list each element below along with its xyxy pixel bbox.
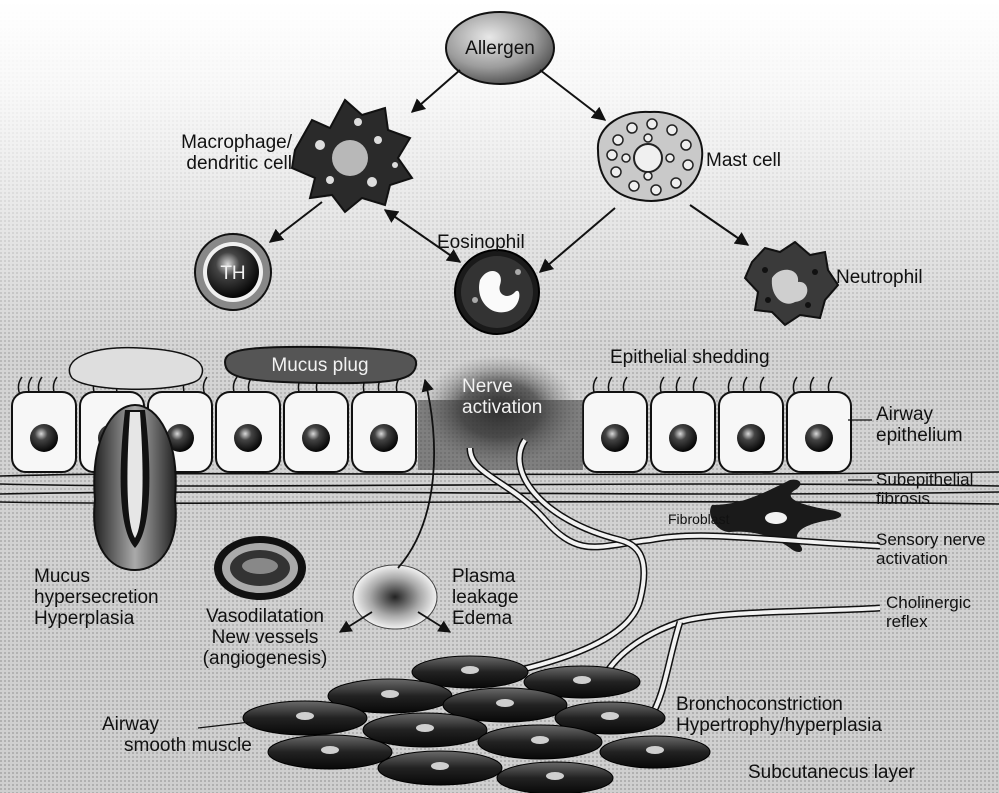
cholinergic-reflex-line2: reflex xyxy=(886,612,971,631)
vasodilatation-line3: (angiogenesis) xyxy=(180,648,350,669)
airway-epithelium-line1: Airway xyxy=(876,404,963,425)
airway-epithelium-label: Airway epithelium xyxy=(876,404,963,446)
eosinophil-cell xyxy=(455,250,539,334)
sensory-nerve-line1: Sensory nerve xyxy=(876,530,986,549)
nerve-activation-line1: Nerve xyxy=(462,376,542,397)
sensory-nerve-label: Sensory nerve activation xyxy=(876,530,986,568)
mucus-plug-label: Mucus plug xyxy=(240,355,400,376)
th-label: TH xyxy=(213,263,253,284)
mucus-hypersecretion-line3: Hyperplasia xyxy=(34,608,159,629)
mucus-hypersecretion-line1: Mucus xyxy=(34,566,159,587)
subepithelial-fibrosis-line2: fibrosis xyxy=(876,489,973,508)
subepithelial-fibrosis-label: Subepithelial fibrosis xyxy=(876,470,973,508)
sensory-nerve-line2: activation xyxy=(876,549,986,568)
plasma-leakage-label: Plasma leakage Edema xyxy=(452,566,519,629)
plasma-leakage-line1: Plasma xyxy=(452,566,519,587)
nerve-activation-line2: activation xyxy=(462,397,542,418)
vasodilatation-label: Vasodilatation New vessels (angiogenesis… xyxy=(180,606,350,669)
mucus-gland xyxy=(94,405,176,570)
bronchoconstriction-line1: Bronchoconstriction xyxy=(676,694,882,715)
vasodilatation-line1: Vasodilatation xyxy=(180,606,350,627)
allergen-label: Allergen xyxy=(452,38,548,59)
bronchoconstriction-label: Bronchoconstriction Hypertrophy/hyperpla… xyxy=(676,694,882,736)
airway-smooth-muscle-line2: smooth muscle xyxy=(98,735,252,756)
macrophage-label: Macrophage/ dendritic cell xyxy=(142,132,292,174)
neutrophil-label: Neutrophil xyxy=(836,267,923,288)
epithelial-shedding-label: Epithelial shedding xyxy=(610,347,770,368)
plasma-leakage-line2: leakage xyxy=(452,587,519,608)
cholinergic-reflex-label: Cholinergic reflex xyxy=(886,593,971,631)
subepithelial-fibrosis-line1: Subepithelial xyxy=(876,470,973,489)
subcutaneous-layer-label: Subcutanecus layer xyxy=(748,762,915,783)
plasma-leakage-spot xyxy=(353,565,437,629)
mast-cell-label: Mast cell xyxy=(706,150,781,171)
bronchoconstriction-line2: Hypertrophy/hyperplasia xyxy=(676,715,882,736)
eosinophil-label: Eosinophil xyxy=(437,232,525,253)
airway-smooth-muscle-label: Airway smooth muscle xyxy=(98,714,252,756)
mucus-hypersecretion-label: Mucus hypersecretion Hyperplasia xyxy=(34,566,159,629)
airway-epithelium-line2: epithelium xyxy=(876,425,963,446)
macrophage-label-line1: Macrophage/ xyxy=(142,132,292,153)
plasma-leakage-line3: Edema xyxy=(452,608,519,629)
fibroblast-label: Fibroblast xyxy=(668,511,729,527)
nerve-activation-label: Nerve activation xyxy=(462,376,542,418)
vasodilatation-line2: New vessels xyxy=(180,627,350,648)
mucus-hypersecretion-line2: hypersecretion xyxy=(34,587,159,608)
airway-smooth-muscle-line1: Airway xyxy=(98,714,252,735)
blood-vessel xyxy=(214,536,306,600)
mast-cell xyxy=(598,112,702,201)
macrophage-label-line2: dendritic cell xyxy=(142,153,292,174)
cholinergic-reflex-line1: Cholinergic xyxy=(886,593,971,612)
